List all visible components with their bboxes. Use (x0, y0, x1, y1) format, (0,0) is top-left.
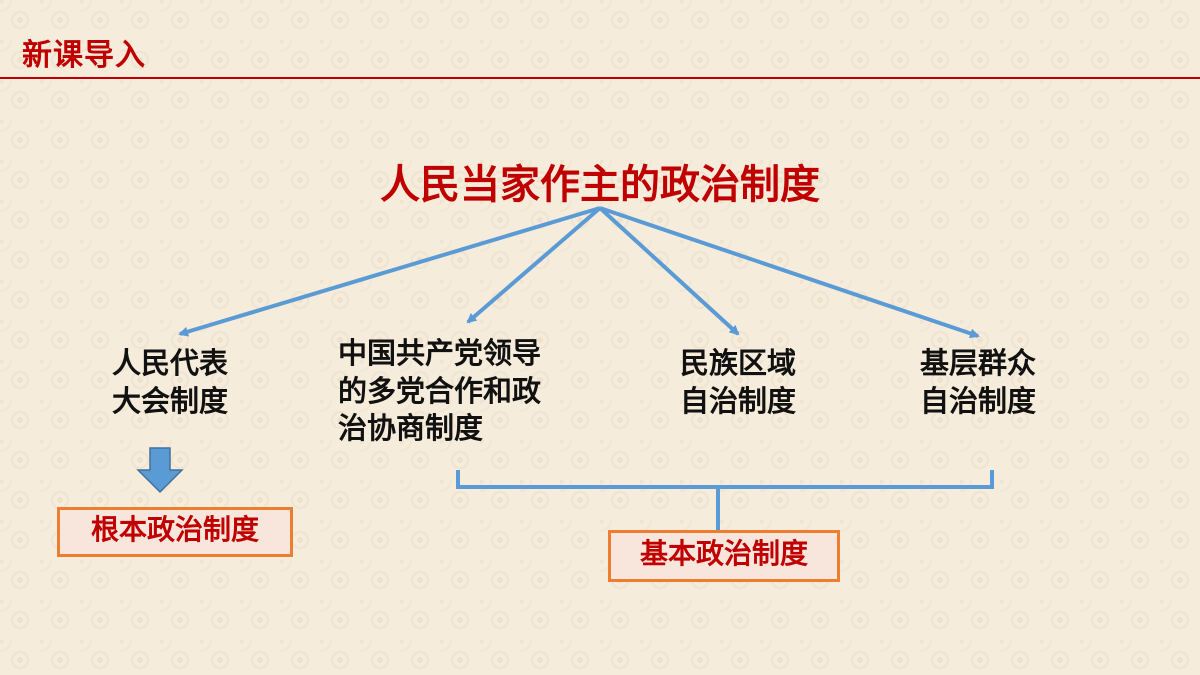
node-regional-ethnic-autonomy: 民族区域 自治制度 (648, 345, 828, 420)
grouping-bracket (456, 470, 994, 530)
node-line: 自治制度 (919, 383, 1036, 418)
node-npc-system: 人民代表 大会制度 (80, 345, 260, 420)
node-line: 人民代表 (111, 346, 228, 380)
arrow-to-node-2 (466, 206, 602, 324)
basic-system-label: 基本政治制度 (608, 530, 840, 582)
node-line: 治协商制度 (338, 411, 484, 446)
node-line: 民族区域 (679, 346, 796, 380)
arrow-to-node-1 (178, 206, 601, 337)
node-community-self-governance: 基层群众 自治制度 (888, 345, 1068, 420)
node-line: 自治制度 (679, 383, 796, 418)
node-line: 的多党合作和政 (338, 373, 542, 408)
arrow-to-node-4 (599, 206, 980, 339)
diagram-root-title: 人民当家作主的政治制度 (380, 162, 820, 208)
header-title: 新课导入 (22, 38, 146, 73)
node-line: 中国共产党领导 (338, 336, 542, 370)
node-line: 大会制度 (111, 383, 228, 418)
header-divider (0, 77, 1200, 79)
node-line: 基层群众 (919, 346, 1036, 380)
arrow-to-node-3 (598, 206, 740, 336)
down-arrow-icon (136, 447, 184, 494)
node-multiparty-cooperation: 中国共产党领导 的多党合作和政 治协商制度 (338, 335, 541, 448)
fundamental-system-label: 根本政治制度 (57, 507, 293, 557)
